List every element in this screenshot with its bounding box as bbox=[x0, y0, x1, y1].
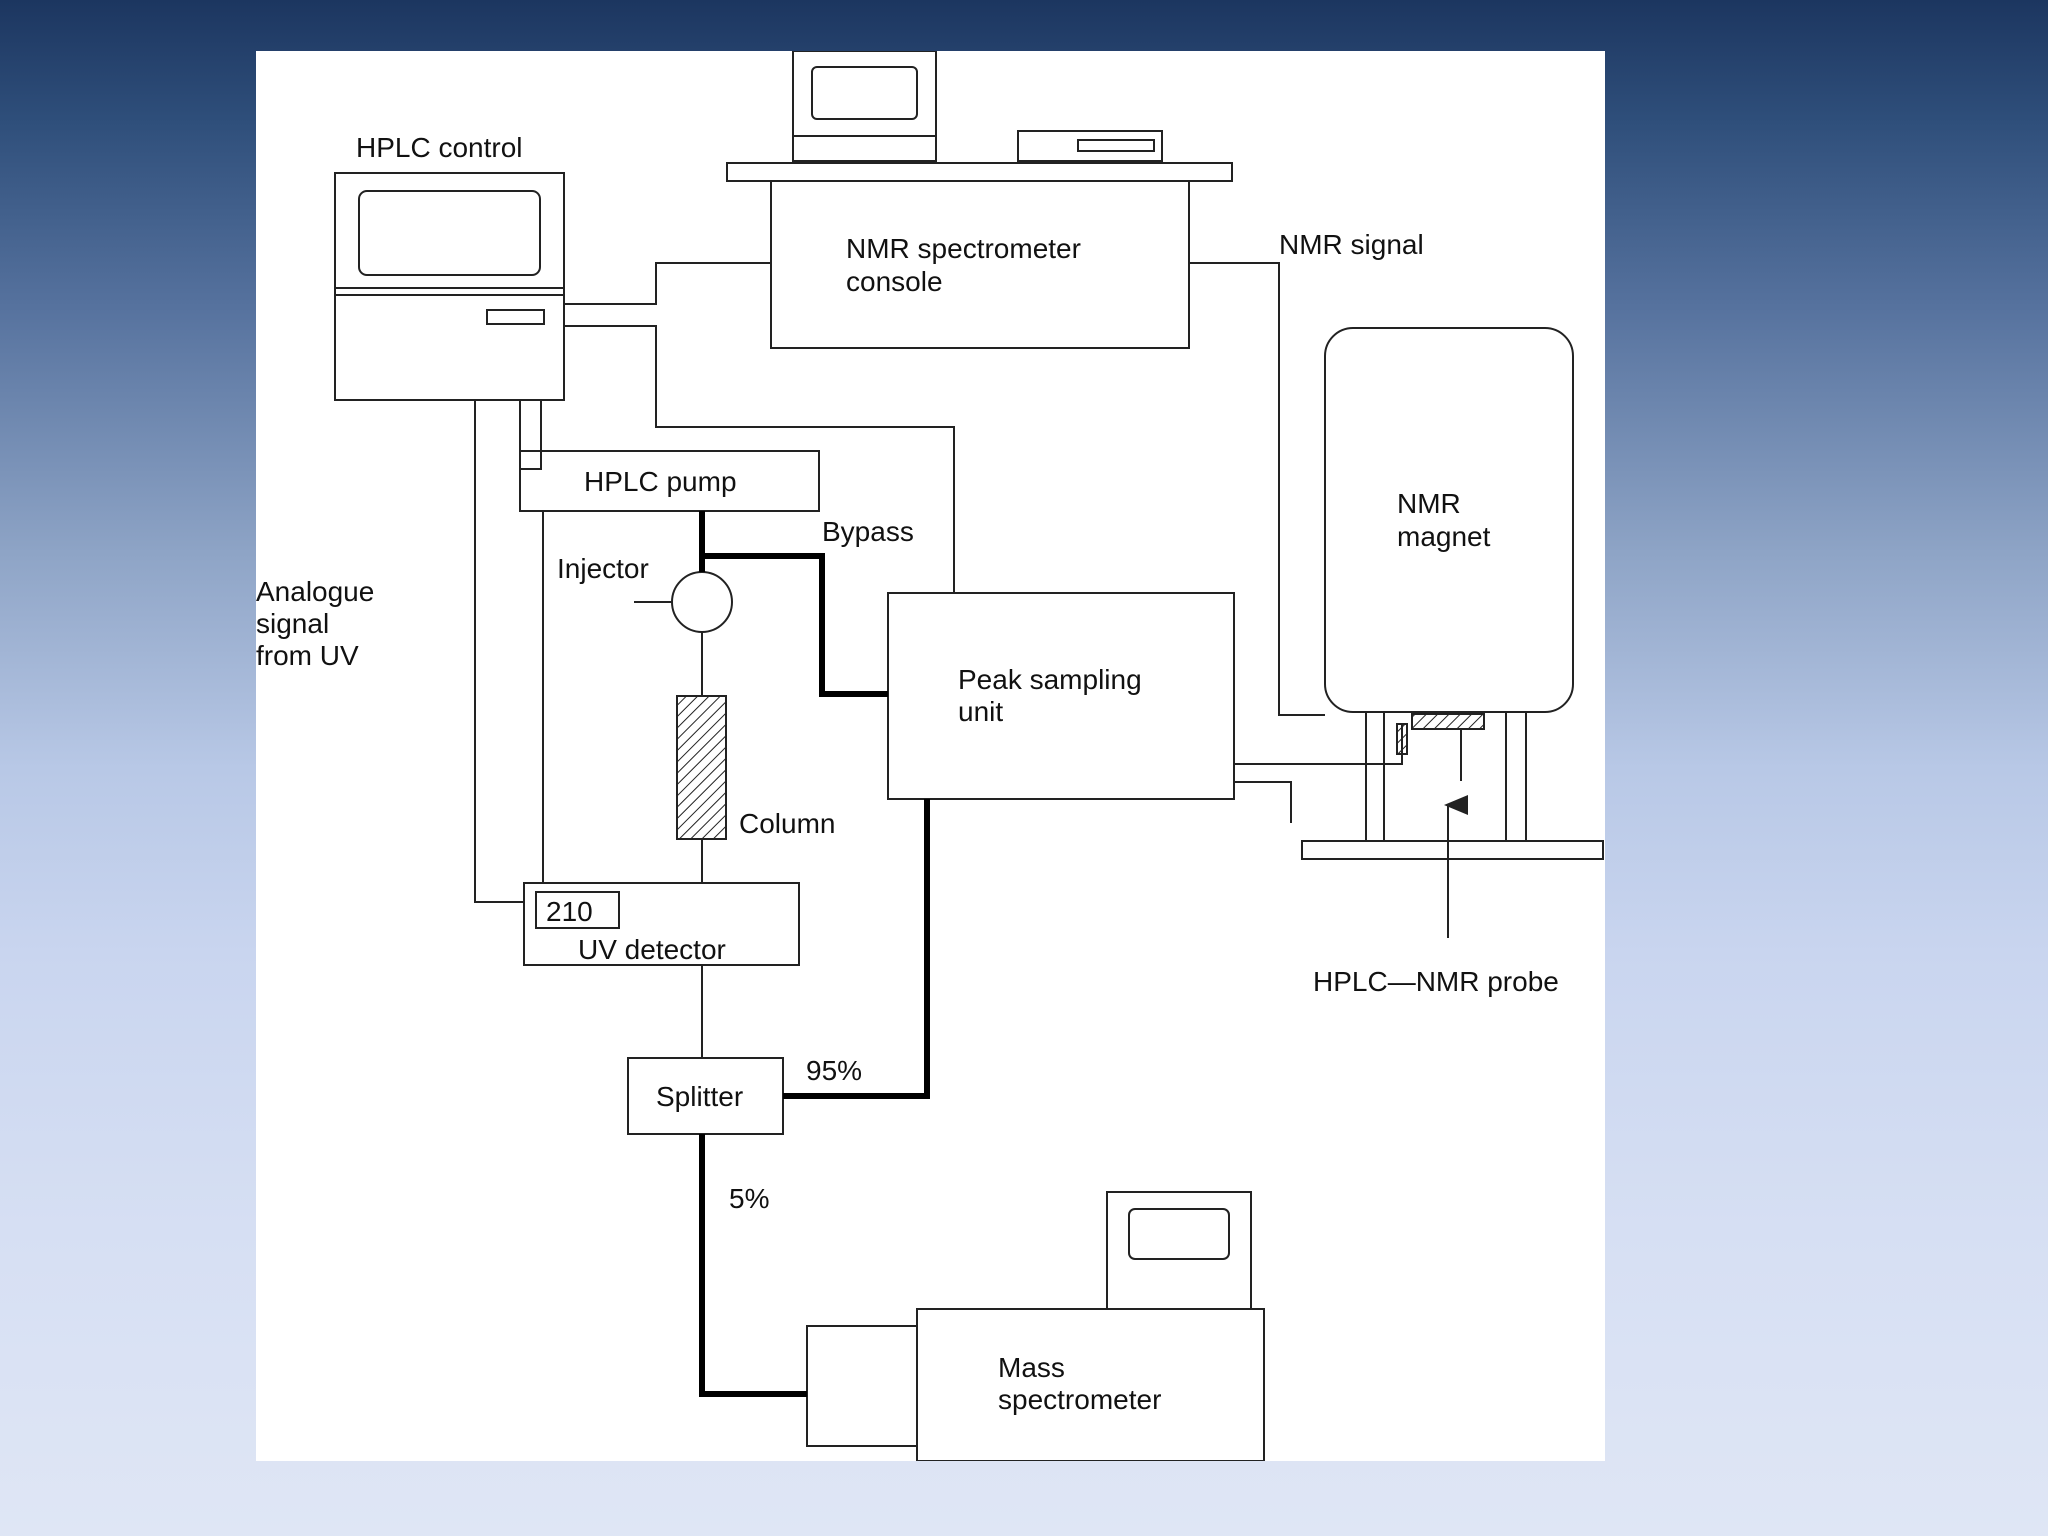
nmr-console-box bbox=[770, 180, 1190, 349]
percent-95-label: 95% bbox=[806, 1055, 862, 1086]
nmr-console-label-line2: console bbox=[846, 266, 943, 297]
nmr-magnet bbox=[1324, 327, 1574, 713]
peak-sampling-unit bbox=[887, 592, 1235, 800]
analogue-signal-label-line3: from UV bbox=[256, 640, 359, 671]
column-label: Column bbox=[739, 808, 835, 839]
injector-label: Injector bbox=[557, 553, 649, 584]
uv-wavelength-value: 210 bbox=[546, 896, 593, 927]
mass-spectrometer bbox=[806, 1191, 1265, 1461]
splitter-label: Splitter bbox=[656, 1081, 743, 1112]
hplc-pump-label: HPLC pump bbox=[584, 466, 737, 497]
splitter bbox=[627, 1057, 784, 1135]
nmr-magnet-stand bbox=[1301, 712, 1604, 860]
hplc-nmr-probe-label: HPLC—NMR probe bbox=[1313, 966, 1559, 997]
percent-5-label: 5% bbox=[729, 1183, 769, 1214]
nmr-magnet-label-line2: magnet bbox=[1397, 521, 1491, 552]
uv-detector-label: UV detector bbox=[578, 934, 726, 965]
hplc-nmr-ms-schematic: HPLC control NMR spectrometer console NM… bbox=[256, 51, 1604, 1461]
hplc-control-computer bbox=[334, 172, 565, 401]
nmr-console-label-line1: NMR spectrometer bbox=[846, 233, 1081, 264]
analogue-signal-label-line1: Analogue bbox=[256, 576, 374, 607]
mass-spec-label-line1: Mass bbox=[998, 1352, 1065, 1383]
flow-lines bbox=[699, 511, 930, 1397]
analogue-signal-label-line2: signal bbox=[256, 608, 329, 639]
hplc-control-screen bbox=[358, 190, 541, 276]
hplc-pump bbox=[519, 450, 820, 512]
mass-spec-label-line2: spectrometer bbox=[998, 1384, 1161, 1415]
mass-spec-inlet bbox=[806, 1325, 918, 1447]
hplc-nmr-probe bbox=[1396, 713, 1485, 938]
hplc-control-label: HPLC control bbox=[356, 132, 523, 163]
nmr-magnet-label-line1: NMR bbox=[1397, 488, 1461, 519]
bypass-label: Bypass bbox=[822, 516, 914, 547]
hplc-column bbox=[676, 695, 727, 840]
nmr-console-shelf bbox=[726, 162, 1233, 182]
hplc-control-drive-slot bbox=[486, 309, 545, 325]
nmr-signal-label: NMR signal bbox=[1279, 229, 1424, 260]
signal-wires bbox=[474, 262, 1403, 1058]
diagram-panel: HPLC control NMR spectrometer console NM… bbox=[256, 51, 1605, 1461]
peak-sampling-label-line2: unit bbox=[958, 696, 1003, 727]
peak-sampling-label-line1: Peak sampling bbox=[958, 664, 1142, 695]
nmr-console bbox=[726, 51, 1233, 349]
mass-spec-body bbox=[916, 1308, 1265, 1461]
uv-wavelength-display bbox=[535, 891, 620, 929]
